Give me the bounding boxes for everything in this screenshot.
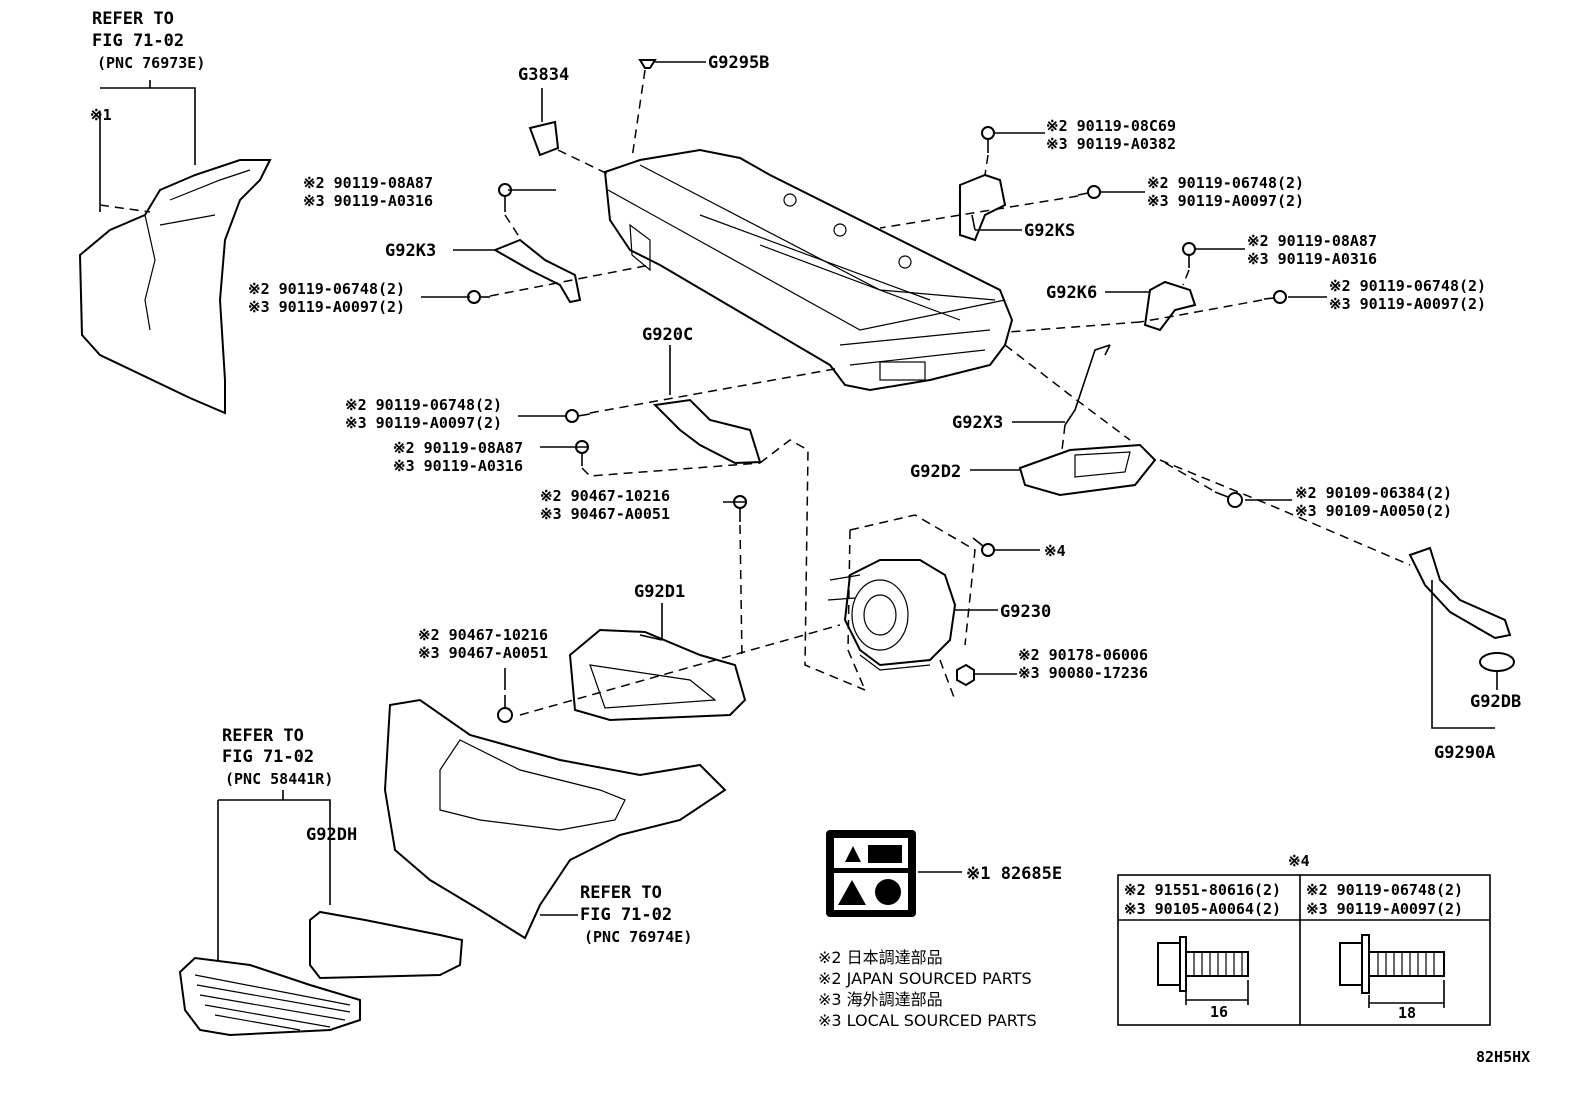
pn-90119-06748: ※2 90119-06748(2): [1147, 174, 1304, 192]
pn-90119-06748: ※2 90119-06748(2): [248, 280, 405, 298]
label-g92k3: G92K3: [385, 241, 436, 261]
bolt-icon: [981, 126, 995, 153]
label-g92db: G92DB: [1470, 692, 1521, 712]
pn-90119-a0097: ※3 90119-A0097(2): [248, 298, 405, 316]
pn-90178-06006: ※2 90178-06006: [1018, 646, 1148, 664]
bolt-icon: [1077, 185, 1101, 199]
pn-90119-08a87: ※2 90119-08A87: [1247, 232, 1377, 250]
mark1-label: ※1: [90, 106, 112, 124]
label-g92k6: G92K6: [1046, 283, 1097, 303]
nut-icon: [956, 663, 975, 687]
flange-bolt-icon: [1157, 936, 1249, 1005]
diagram-code: 82H5HX: [1476, 1048, 1530, 1066]
pn-90080-17236: ※3 90080-17236: [1018, 664, 1148, 682]
pn-90119-06748: ※2 90119-06748(2): [345, 396, 502, 414]
table-col1-l3: ※3 90105-A0064(2): [1124, 900, 1281, 918]
table-col1-l2: ※2 91551-80616(2): [1124, 881, 1281, 899]
ref3-pnc: (PNC 76974E): [584, 928, 692, 946]
ref1-line1: REFER TO: [92, 9, 174, 29]
fender-liner-left: [78, 159, 272, 415]
table-col2-dim: 18: [1398, 1004, 1416, 1022]
bolt-icon: [575, 440, 589, 466]
duct-g92d1: [568, 628, 747, 722]
leader-lines: [99, 61, 1498, 960]
pn-90109-a0050: ※3 90109-A0050(2): [1295, 502, 1452, 520]
pn-90119-a0382: ※3 90119-A0382: [1046, 135, 1176, 153]
pn-90119-a0097: ※3 90119-A0097(2): [1147, 192, 1304, 210]
bolt-icon: [565, 409, 591, 423]
label-g9290a: G9290A: [1434, 743, 1495, 763]
label-g92ks: G92KS: [1024, 221, 1075, 241]
blower-fan-g9230: [827, 514, 976, 701]
vent-grille: [178, 956, 361, 1037]
label-g92x3: G92X3: [952, 413, 1003, 433]
label-82685e: ※1 82685E: [966, 864, 1062, 884]
pn-90109-06384: ※2 90109-06384(2): [1295, 484, 1452, 502]
ref2-line2: FIG 71-02: [222, 747, 314, 767]
pn-90119-08c69: ※2 90119-08C69: [1046, 117, 1176, 135]
bolt-icon: [1263, 290, 1287, 304]
bolt-icon: [972, 537, 995, 557]
duct-g92d2: [1018, 443, 1157, 497]
wire-g92x3: [1064, 344, 1111, 426]
pn-90119-a0316: ※3 90119-A0316: [303, 192, 433, 210]
bracket-g9290a: [1408, 546, 1515, 672]
label-g9230: G9230: [1000, 602, 1051, 622]
ref2-line1: REFER TO: [222, 726, 304, 746]
legend-line-3: ※3 海外調達部品: [818, 990, 943, 1009]
legend-line-4: ※3 LOCAL SOURCED PARTS: [818, 1011, 1037, 1030]
label-g92d1: G92D1: [634, 582, 685, 602]
pn-90119-a0316: ※3 90119-A0316: [393, 457, 523, 475]
bolt-icon: [498, 183, 512, 212]
clip-g3834: [528, 120, 560, 157]
label-star4: ※4: [1044, 542, 1066, 560]
pin-icon: [638, 59, 657, 69]
pn-90467-10216: ※2 90467-10216: [540, 487, 670, 505]
clip-icon: [733, 495, 747, 522]
pn-90467-a0051: ※3 90467-A0051: [418, 644, 548, 662]
ref2-pnc: (PNC 58441R): [225, 770, 333, 788]
battery-pack: [603, 148, 1014, 392]
pn-90119-08a87: ※2 90119-08A87: [303, 174, 433, 192]
bracket-g92k6: [1143, 280, 1197, 332]
table-col2-l2: ※2 90119-06748(2): [1306, 881, 1463, 899]
pn-90119-a0097: ※3 90119-A0097(2): [1329, 295, 1486, 313]
ref3-line1: REFER TO: [580, 883, 662, 903]
bolt-icon: [1182, 242, 1196, 268]
bolt-icon: [467, 290, 490, 304]
clip-icon: [497, 695, 513, 723]
legend-line-2: ※2 JAPAN SOURCED PARTS: [818, 969, 1032, 988]
pn-90119-08a87: ※2 90119-08A87: [393, 439, 523, 457]
table-col2-l3: ※3 90119-A0097(2): [1306, 900, 1463, 918]
table-title: ※4: [1288, 852, 1310, 870]
bracket-g92k3: [492, 238, 582, 304]
pn-90467-10216: ※2 90467-10216: [418, 626, 548, 644]
bracket-g92ks: [959, 173, 1007, 242]
legend-line-1: ※2 日本調達部品: [818, 948, 943, 967]
pn-90119-06748: ※2 90119-06748(2): [1329, 277, 1486, 295]
seal-g92dh: [309, 910, 464, 980]
pn-90119-a0097: ※3 90119-A0097(2): [345, 414, 502, 432]
bracket-g920c: [652, 398, 762, 465]
warning-label-icon: [826, 830, 916, 917]
fasteners: [467, 59, 1287, 723]
label-g9295b: G9295B: [708, 53, 769, 73]
ref1-pnc: (PNC 76973E): [97, 54, 205, 72]
ref3-line2: FIG 71-02: [580, 905, 672, 925]
pn-90467-a0051: ※3 90467-A0051: [540, 505, 670, 523]
label-g3834: G3834: [518, 65, 569, 85]
label-g92d2: G92D2: [910, 462, 961, 482]
washer-bolt-icon: [1339, 934, 1445, 1008]
grille-panel: [383, 698, 727, 940]
bolt-icon: [1214, 491, 1243, 508]
label-g920c: G920C: [642, 325, 693, 345]
ref1-line2: FIG 71-02: [92, 31, 184, 51]
pn-90119-a0316: ※3 90119-A0316: [1247, 250, 1377, 268]
label-g92dh: G92DH: [306, 825, 357, 845]
table-col1-dim: 16: [1210, 1003, 1228, 1021]
fastener-table: [1117, 874, 1491, 1026]
